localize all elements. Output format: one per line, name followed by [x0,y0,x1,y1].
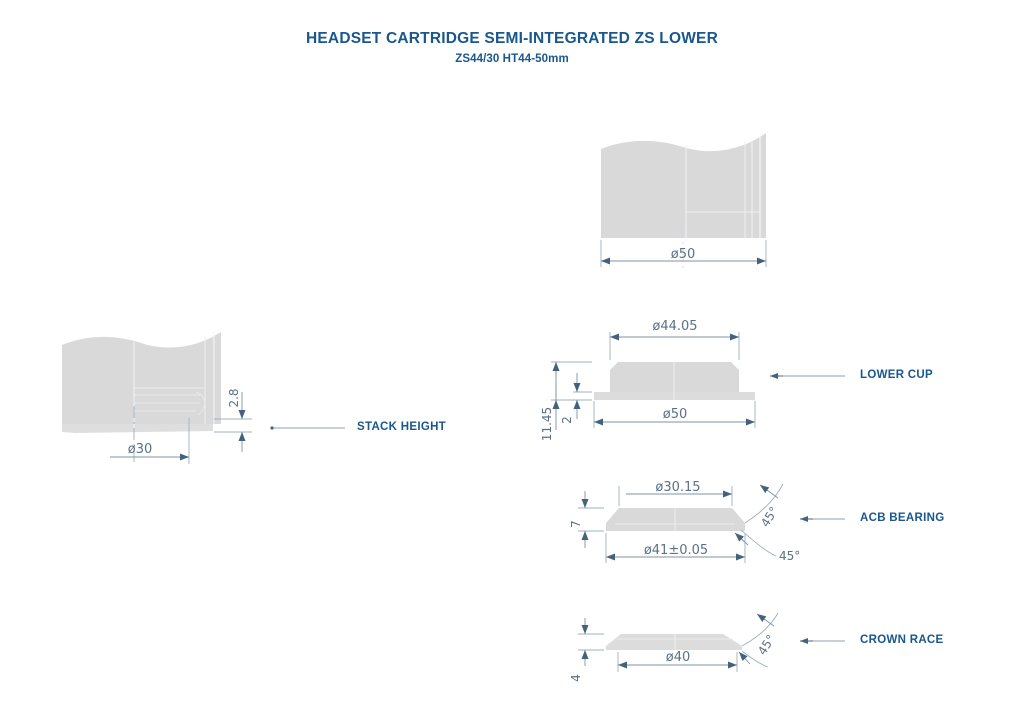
acb-angle-leader-upper [759,484,779,499]
cup-flange-height-text: 2 [560,416,574,424]
acb-bearing-view: ø30.15 ø41±0.05 7 45° 45° [569,480,845,563]
acb-angle-arc-upper [744,483,784,524]
callout-crown-race: CROWN RACE [860,634,944,646]
assembly-body [62,332,221,430]
brg-outer-dia-text: ø41±0.05 [644,543,708,558]
race-angle-leader-lower [738,651,751,665]
cup-top-dia-text: ø44.05 [652,319,697,334]
race-height-text: 4 [569,674,583,682]
assembly-flange [62,424,213,433]
race-angle-arc-lower [741,650,769,668]
head-tube-body [601,133,766,238]
callout-lower-cup: LOWER CUP [860,369,933,381]
asm-inner-dia-text: ø30 [128,442,153,457]
assembly-section-view: 2.8 ø30 [62,332,345,464]
acb-angle-arc-lower [740,529,777,557]
callout-stack-height: STACK HEIGHT [357,421,446,433]
brg-height-text: 7 [569,520,583,528]
cup-total-height-text: 11.45 [540,407,554,441]
lower-cup-view: ø44.05 ø50 11.45 2 [540,319,845,441]
brg-angle-lower-text: 45° [779,549,800,563]
asm-stack-height-text: 2.8 [227,388,241,407]
head-tube-section-view: ø50 [600,133,767,272]
assembly-bearing-arc [195,391,206,416]
race-angle-leader-upper [756,613,775,627]
acb-angle-leader-lower [734,532,749,546]
ht-outer-dia-text: ø50 [671,247,696,262]
crown-race-body [606,634,742,650]
cup-flange-dia-text: ø50 [663,407,688,422]
race-angle-text: 45° [755,632,778,657]
brg-angle-upper-text: 45° [758,504,781,529]
race-dia-text: ø40 [666,650,691,665]
crown-race-view: ø40 4 45° [569,612,845,682]
brg-bore-dia-text: ø30.15 [655,480,700,495]
callout-acb-bearing: ACB BEARING [860,512,945,524]
race-angle-arc [741,612,779,647]
